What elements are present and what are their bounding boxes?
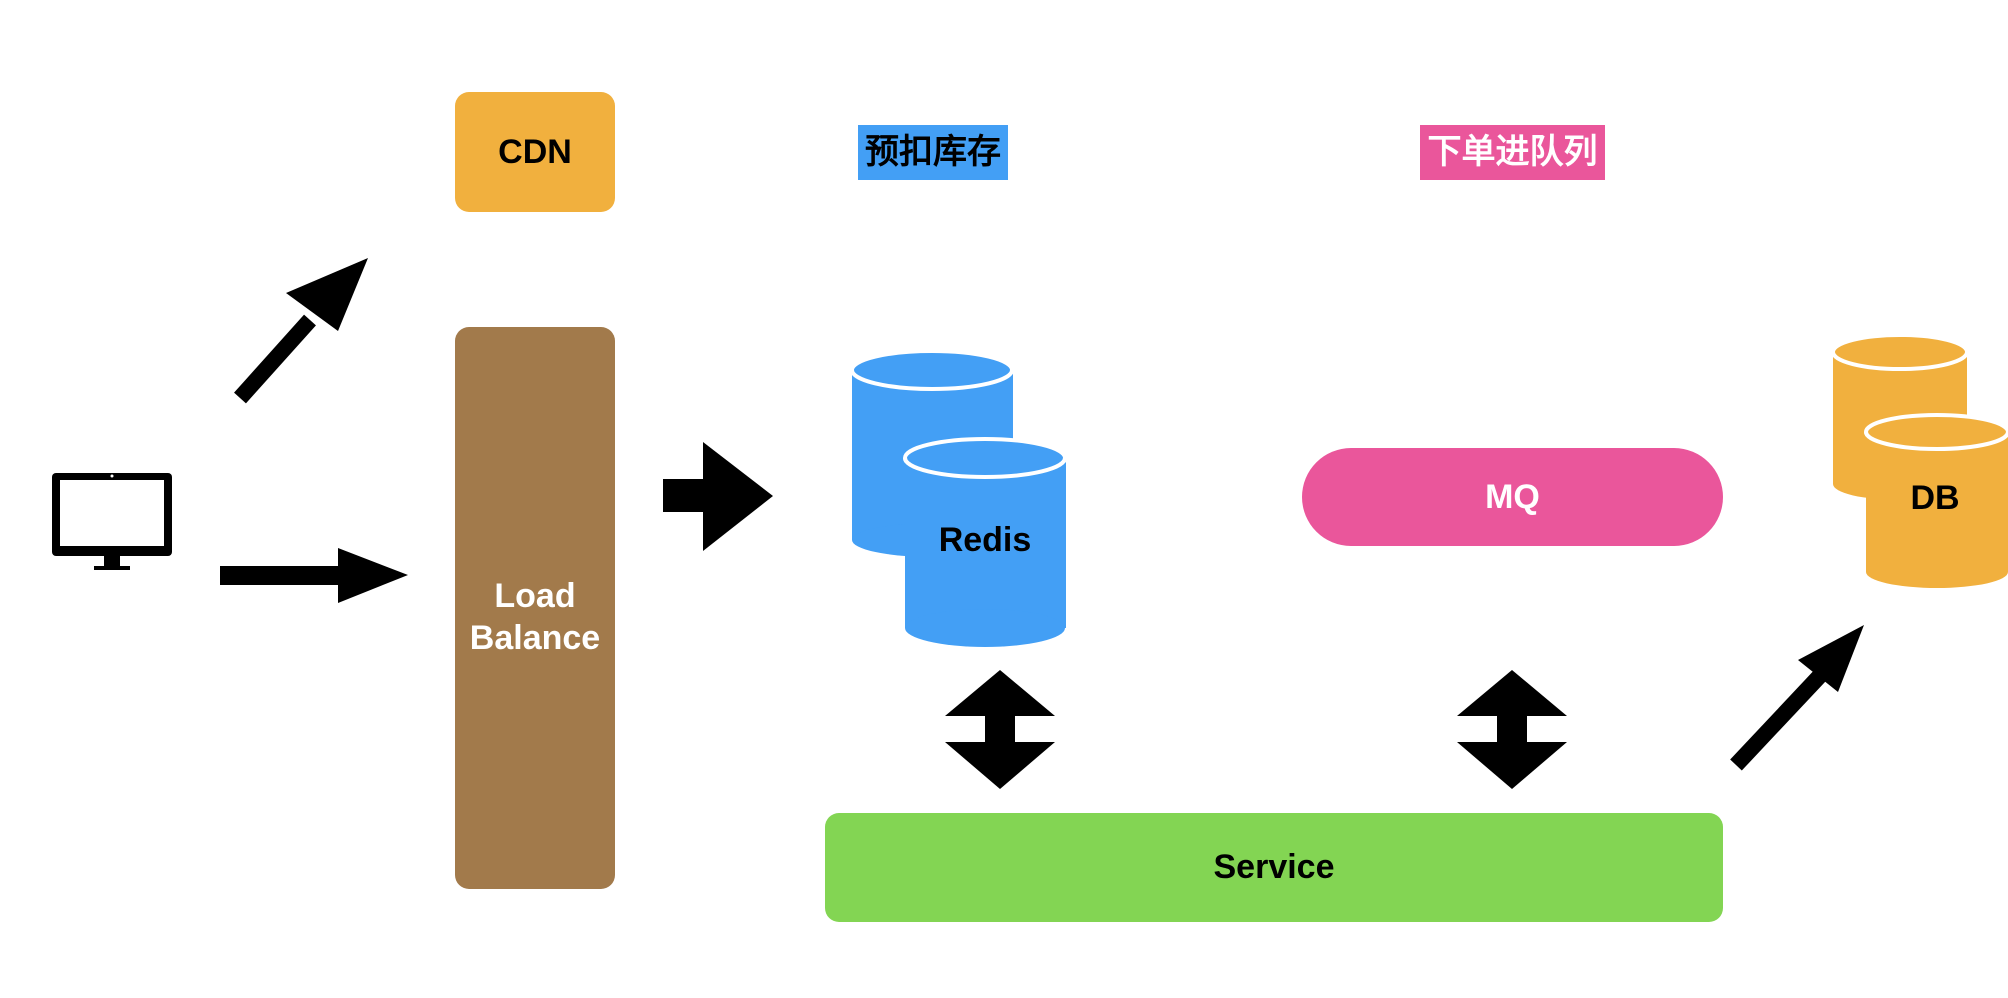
redis-annotation-tag: 预扣库存 bbox=[858, 125, 1008, 180]
service-label: Service bbox=[1213, 848, 1335, 886]
arrow-load-balance-to-redis bbox=[663, 442, 773, 551]
db-cylinder-icon bbox=[1831, 333, 2008, 588]
arrow-redis-service-bidirectional bbox=[945, 670, 1055, 789]
cdn-label: CDN bbox=[498, 132, 572, 171]
arrow-client-to-load-balance bbox=[220, 548, 408, 603]
mq-node: MQ bbox=[1302, 448, 1723, 546]
load-balance-node: Load Balance bbox=[455, 327, 615, 889]
arrow-mq-service-bidirectional bbox=[1457, 670, 1567, 789]
mq-label: MQ bbox=[1485, 477, 1540, 516]
redis-label: Redis bbox=[938, 521, 1032, 559]
redis-cylinder-icon bbox=[850, 349, 1067, 647]
cdn-node: CDN bbox=[455, 92, 615, 212]
db-label: DB bbox=[1910, 479, 1960, 517]
service-node: Service bbox=[825, 813, 1723, 922]
mq-annotation-tag: 下单进队列 bbox=[1420, 125, 1605, 180]
load-balance-label: Load Balance bbox=[469, 577, 601, 657]
arrow-client-to-cdn bbox=[234, 258, 368, 404]
arrow-service-to-db bbox=[1730, 625, 1864, 771]
monitor-icon bbox=[52, 473, 172, 570]
